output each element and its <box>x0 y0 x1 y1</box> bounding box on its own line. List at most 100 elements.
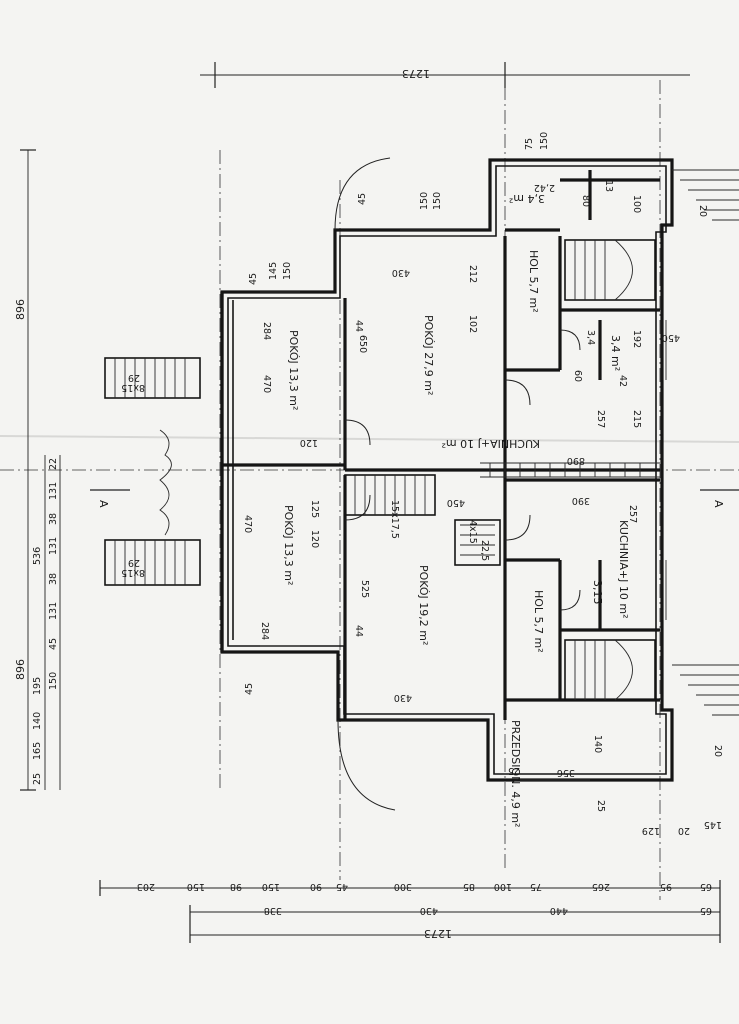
dim-b-85: 85 <box>463 881 475 892</box>
dim-215: 215 <box>631 410 642 428</box>
room-kuchnia-top: KUCHNIA+J 10 m² <box>442 437 541 450</box>
dim-top-75: 75 <box>524 138 535 150</box>
dim-100: 100 <box>631 195 642 213</box>
dim-left-25: 25 <box>32 773 43 785</box>
door-swings <box>344 329 581 611</box>
dim-overall-left-top: 896 <box>14 299 27 320</box>
dim-b-430: 430 <box>420 905 438 916</box>
dim-257-bottom: 257 <box>627 505 638 523</box>
dim-25b: 25 <box>595 800 606 812</box>
room-pokoj-top-left: POKÓJ 13,3 m² <box>287 330 300 410</box>
dim-390: 390 <box>572 495 590 506</box>
dim-145: 145 <box>704 819 722 830</box>
dim-top-150b: 150 <box>419 192 430 210</box>
dim-left-22: 22 <box>48 458 59 470</box>
dim-b-98: 98 <box>230 881 242 892</box>
room-wc-top: 3,4 m² <box>609 335 622 371</box>
right-steps-bottom-label: 20 <box>712 745 723 757</box>
dim-20: 20 <box>678 825 690 836</box>
dim-525: 525 <box>359 580 370 598</box>
room-dimensions: 284 284 470 470 450 120 125 120 430 430 … <box>242 180 722 836</box>
dim-b-203: 203 <box>137 881 155 892</box>
dim-125: 125 <box>309 500 320 518</box>
dim-top-45a: 45 <box>248 273 259 285</box>
dim-13: 13 <box>603 180 614 192</box>
dim-b-45: 45 <box>336 881 348 892</box>
dim-left-536: 536 <box>32 547 43 565</box>
room-labels: POKÓJ 13,3 m² POKÓJ 13,3 m² POKÓJ 27,9 m… <box>282 192 630 827</box>
dim-b-265: 265 <box>592 881 610 892</box>
dim-top-145: 145 <box>268 262 279 280</box>
room-hol-top: HOL 5,7 m² <box>527 250 540 313</box>
entry-stairs-top-label: 8x15 <box>121 382 145 393</box>
interior-walls <box>222 170 660 720</box>
dim-650: 650 <box>357 335 368 353</box>
dim-80: 80 <box>580 195 591 207</box>
dim-left-38b: 38 <box>48 513 59 525</box>
dim-430-bottom: 430 <box>394 692 412 703</box>
dim-b-150a: 150 <box>187 881 205 892</box>
dim-left-38a: 38 <box>48 573 59 585</box>
dim-left-195: 195 <box>32 677 43 695</box>
dim-44a: 44 <box>353 320 364 332</box>
dim-b-65b: 65 <box>700 905 712 916</box>
dim-450: 450 <box>447 497 465 508</box>
dim-25a: 25 <box>508 765 520 776</box>
dim-192: 192 <box>631 330 642 348</box>
entry-stairs-bottom-b: 29 <box>128 557 140 568</box>
dim-120b: 120 <box>309 530 320 548</box>
dim-356: 356 <box>557 767 575 778</box>
dim-b-100: 100 <box>494 881 512 892</box>
section-mark-right: A <box>712 500 725 508</box>
room-small-top: 3,4 m² <box>509 192 545 205</box>
room-kuchnia-bottom: KUCHNIA+J 10 m² <box>617 520 630 619</box>
main-stairs <box>344 474 501 566</box>
dim-42: 42 <box>617 375 628 387</box>
dim-left-165: 165 <box>32 742 43 760</box>
dim-top-150c: 150 <box>432 192 443 210</box>
dim-284-bottom: 284 <box>259 622 270 640</box>
dim-45: 45 <box>357 193 368 205</box>
dim-2-42: 2,42 <box>534 182 555 193</box>
dim-b-90: 90 <box>310 881 322 892</box>
room-wc-bottom: 3,15 <box>591 580 604 605</box>
section-mark-left: A <box>97 500 110 508</box>
room-pokoj-bottom-center: POKÓJ 19,2 m² <box>417 565 430 645</box>
entry-stairs-bottom: 8x15 29 <box>104 539 201 586</box>
dim-top-150a: 150 <box>539 132 550 150</box>
dim-b-65: 65 <box>700 881 712 892</box>
stair-labels: 15x17,5 22,5 4x15 <box>389 500 490 561</box>
dim-430-top: 430 <box>392 267 410 278</box>
top-dimension: 1273 <box>200 62 690 88</box>
room-hol-bottom: HOL 5,7 m² <box>532 590 545 653</box>
dim-b-150b: 150 <box>262 881 280 892</box>
entry-stairs-top-b: 29 <box>128 372 140 383</box>
dim-470-top: 470 <box>261 375 272 393</box>
room-przedsionek: PRZEDSION. 4,9 m² <box>509 720 522 827</box>
stairs-main-label: 15x17,5 <box>389 500 400 539</box>
dim-b-338: 338 <box>264 905 282 916</box>
dim-470-bottom: 470 <box>242 515 253 533</box>
dim-129: 129 <box>642 825 660 836</box>
dim-450b: 450 <box>662 332 680 343</box>
right-steps: 20 20 <box>672 169 739 757</box>
dim-120a: 120 <box>300 437 318 448</box>
garden-planting <box>159 429 172 536</box>
entry-stairs-top: 8x15 29 <box>104 357 201 399</box>
dim-890: 890 <box>567 455 585 466</box>
right-steps-top-label: 20 <box>697 205 708 217</box>
dim-left-140: 140 <box>32 712 43 730</box>
dim-left-150: 150 <box>48 672 59 690</box>
dim-overall-bottom: 1273 <box>424 927 452 940</box>
dim-top-45b: 45 <box>244 683 255 695</box>
stairs-side-label: 4x15 <box>467 520 478 544</box>
room-pokoj-bottom-left: POKÓJ 13,3 m² <box>282 505 295 585</box>
section-markers: A A <box>90 489 739 508</box>
entry-stairs-bottom-label: 8x15 <box>121 567 145 578</box>
dim-b-300: 300 <box>394 881 412 892</box>
dim-b-75: 75 <box>530 881 542 892</box>
dim-140: 140 <box>592 735 603 753</box>
room-pokoj-top-center: POKÓJ 27,9 m² <box>422 315 435 395</box>
bottom-dimensions: 203 150 98 150 90 45 300 85 100 75 265 9… <box>99 880 721 943</box>
